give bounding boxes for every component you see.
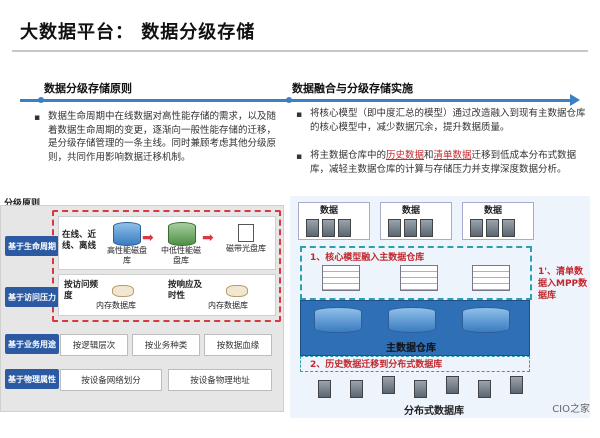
physical-network-box: 按设备网络划分 [60,369,162,391]
step1-label: 1、核心模型融入主数据仓库 [310,253,425,263]
business-logic-box: 按逻辑层次 [60,334,128,356]
timeline-arrow [20,99,572,102]
data-label-3: 数据 [484,206,503,216]
server-icon [446,376,459,394]
server-icon [318,380,331,398]
server-icon [404,219,417,237]
highlight-frame [52,210,281,322]
right-bullet-2: 将主数据仓库中的历史数据和清单数据迁移到低成本分布式数据库，减轻主数据仓库的计算… [310,149,586,176]
server-icon [322,219,335,237]
tier2-label: 中低性能磁盘库 [161,246,201,265]
step2-frame [300,356,530,372]
business-lineage-box: 按数据血缘 [204,334,272,356]
bullet2-pre: 将主数据仓库中的 [310,150,387,161]
tier3-label: 磁带光盘库 [226,244,266,253]
page-title: 大数据平台： 数据分级存储 [20,22,256,43]
bullet-icon-r1: ▪ [296,110,303,120]
dist-db-label: 分布式数据库 [404,406,464,417]
watermark: CIO之家 [552,404,590,415]
data-label-1: 数据 [320,206,339,216]
disk-mid-icon [168,222,196,246]
table-icon [400,265,438,291]
right-bullet-1: 将核心模型（即中度汇总的模型）通过改造融入到现有主数据仓库的核心模型中，减少数据… [310,108,586,133]
bullet2-and: 和 [424,150,434,161]
access-response-box: 内存数据库 [208,301,248,310]
data-label-2: 数据 [402,206,421,216]
db-cylinder-icon [314,307,362,333]
server-icon [306,219,319,237]
left-heading: 数据分级存储原则 [44,82,132,95]
right-heading: 数据融合与分级存储实施 [292,82,413,95]
step2-label: 2、历史数据迁移到分布式数据库 [310,360,443,370]
step1b-label: 1'、清单数据入MPP数据库 [538,267,588,301]
server-icon [382,376,395,394]
tape-icon [238,224,254,242]
access-freq-box: 内存数据库 [96,301,136,310]
bullet2-detail: 清单数据 [433,150,472,161]
server-icon [470,219,483,237]
side-label-physical: 基于物理属性 [5,369,59,389]
arrow-head-icon [570,94,580,106]
arrow-right-icon: ➡ [142,230,154,246]
bullet2-history: 历史数据 [386,150,425,161]
arrow-right-icon-2: ➡ [202,230,214,246]
db-cylinder-icon [388,307,436,333]
panel-title: 分级原则 [4,199,41,209]
server-icon [414,380,427,398]
side-label-lifecycle: 基于生命周期 [5,236,59,256]
server-icon [478,380,491,398]
access-freq-label: 按访问频度 [64,280,99,301]
memory-db-icon [112,285,134,297]
core-model-frame [300,246,532,300]
table-icon [322,265,360,291]
server-icon [420,219,433,237]
physical-address-box: 按设备物理地址 [168,369,272,391]
server-icon [486,219,499,237]
tier1-label: 高性能磁盘库 [107,246,147,265]
server-icon [510,376,523,394]
server-icon [502,219,515,237]
side-label-access: 基于访问压力 [5,287,59,307]
business-type-box: 按业务种类 [132,334,200,356]
title-divider [12,50,588,52]
side-label-business: 基于业务用途 [5,334,59,354]
server-icon [338,219,351,237]
server-icon [388,219,401,237]
timeline-dot-left [38,97,44,103]
timeline-dot-right [286,97,292,103]
server-icon [350,380,363,398]
access-response-label: 按响应及时性 [168,280,203,301]
bullet2-post: 迁移到低成本分布式数据库，减轻主数据仓库的计算与存储压力并支撑深度数据分析。 [310,150,577,175]
bullet-icon: ▪ [34,113,41,123]
table-icon [472,265,510,291]
db-cylinder-icon [462,307,510,333]
main-dw-label: 主数据仓库 [386,343,436,354]
disk-icon [113,222,141,246]
bullet-icon-r2: ▪ [296,152,303,162]
memory-db-icon-2 [226,285,248,297]
left-paragraph: 数据生命周期中在线数据对高性能存储的需求，以及随着数据生命周期的变更，逐渐向一般… [48,111,277,163]
lifecycle-online-text: 在线、近线、离线 [62,230,97,251]
